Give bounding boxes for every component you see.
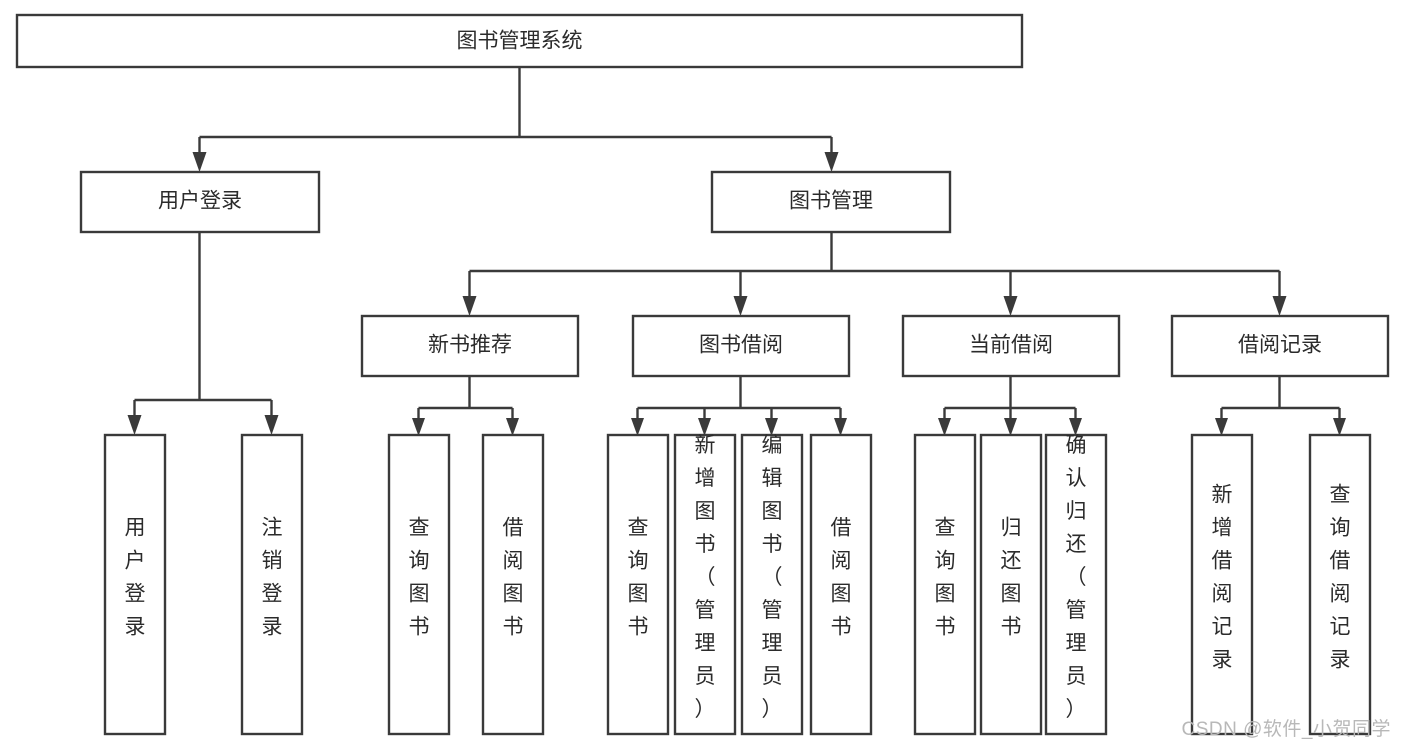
leaf-borrow-record-1[interactable]: 查询借阅记录 — [1308, 433, 1372, 736]
leaf-book-borrow-0[interactable]: 查询图书 — [606, 433, 670, 736]
leaf-current-borrow-2[interactable]: 确认归还（管理员） — [1044, 433, 1108, 736]
leaf-borrow-record-0[interactable]: 新增借阅记录 — [1190, 433, 1254, 736]
arrowhead-new-book-leaf-0 — [412, 418, 425, 436]
leaf-book-borrow-1-label: 新增图书（管理员） — [695, 434, 716, 721]
leaf-current-borrow-0-box[interactable] — [913, 433, 977, 736]
arrowhead-borrow-leaf-0 — [631, 418, 644, 436]
node-book-borrow-box[interactable] — [631, 314, 851, 378]
leaf-book-borrow-2-label: 编辑图书（管理员） — [762, 434, 783, 721]
node-root-box[interactable] — [15, 13, 1024, 69]
leaf-user-login-0[interactable]: 用户登录 — [103, 433, 167, 736]
leaf-new-book-1[interactable]: 借阅图书 — [481, 433, 545, 736]
node-borrow-record-box[interactable] — [1170, 314, 1390, 378]
node-user-login-box[interactable] — [79, 170, 321, 234]
leaf-user-login-1[interactable]: 注销登录 — [240, 433, 304, 736]
leaf-user-login-0-box[interactable] — [103, 433, 167, 736]
leaf-current-borrow-1[interactable]: 归还图书 — [979, 433, 1043, 736]
arrowhead-borrow — [733, 296, 748, 316]
leaf-book-borrow-2-box[interactable] — [740, 433, 804, 736]
leaf-user-login-1-box[interactable] — [240, 433, 304, 736]
node-current-borrow-label: 当前借阅 — [969, 334, 1053, 357]
arrowhead-user-login-leaf-0 — [127, 415, 142, 435]
node-book-borrow[interactable]: 图书借阅 — [631, 314, 851, 378]
leaf-book-borrow-2[interactable]: 编辑图书（管理员） — [740, 433, 804, 736]
leaf-borrow-record-1-label: 查询借阅记录 — [1330, 484, 1351, 672]
arrowhead-borrow-leaf-1 — [698, 418, 711, 436]
node-book-management[interactable]: 图书管理 — [710, 170, 952, 234]
node-new-book-recommend[interactable]: 新书推荐 — [360, 314, 580, 378]
arrowhead-new-book — [462, 296, 477, 316]
leaf-new-book-0-box[interactable] — [387, 433, 451, 736]
leaf-book-borrow-1[interactable]: 新增图书（管理员） — [673, 433, 737, 736]
connector-layer — [127, 67, 1346, 436]
node-user-login[interactable]: 用户登录 — [79, 170, 321, 234]
arrowhead-user-login-leaf-1 — [264, 415, 279, 435]
node-book-management-label: 图书管理 — [789, 190, 873, 213]
leaf-current-borrow-1-label: 归还图书 — [1001, 517, 1022, 639]
node-book-management-box[interactable] — [710, 170, 952, 234]
leaf-current-borrow-0[interactable]: 查询图书 — [913, 433, 977, 736]
arrowhead-current-leaf-1 — [1004, 418, 1017, 436]
arrowhead-current-leaf-0 — [938, 418, 951, 436]
leaf-book-borrow-0-label: 查询图书 — [628, 517, 649, 639]
leaf-user-login-0-label: 用户登录 — [125, 517, 146, 639]
arrowhead-current — [1003, 296, 1018, 316]
node-borrow-record-label: 借阅记录 — [1238, 334, 1322, 357]
node-root[interactable]: 图书管理系统 — [15, 13, 1024, 69]
node-root-label: 图书管理系统 — [457, 30, 583, 53]
leaf-borrow-record-0-label: 新增借阅记录 — [1212, 484, 1233, 672]
arrowhead-borrow-leaf-3 — [834, 418, 847, 436]
node-new-book-recommend-label: 新书推荐 — [428, 334, 512, 357]
arrowhead-borrow-leaf-2 — [765, 418, 778, 436]
csdn-watermark: CSDN @软件_小贺同学 — [1181, 719, 1391, 740]
leaf-current-borrow-1-box[interactable] — [979, 433, 1043, 736]
node-user-login-label: 用户登录 — [158, 190, 242, 213]
leaf-book-borrow-3-label: 借阅图书 — [831, 517, 852, 639]
node-new-book-recommend-box[interactable] — [360, 314, 580, 378]
leaf-current-borrow-2-label: 确认归还（管理员） — [1066, 434, 1087, 721]
leaf-new-book-0[interactable]: 查询图书 — [387, 433, 451, 736]
arrowhead-book-mgmt — [824, 152, 839, 172]
arrowhead-record-leaf-0 — [1215, 418, 1228, 436]
arrowhead-record-leaf-1 — [1333, 418, 1346, 436]
arrowhead-user-login — [192, 152, 207, 172]
node-current-borrow[interactable]: 当前借阅 — [901, 314, 1121, 378]
arrowhead-current-leaf-2 — [1069, 418, 1082, 436]
leaf-borrow-record-1-box[interactable] — [1308, 433, 1372, 736]
leaf-user-login-1-label: 注销登录 — [262, 517, 283, 639]
arrowhead-new-book-leaf-1 — [506, 418, 519, 436]
leaf-book-borrow-0-box[interactable] — [606, 433, 670, 736]
leaf-book-borrow-3-box[interactable] — [809, 433, 873, 736]
node-book-borrow-label: 图书借阅 — [699, 334, 783, 357]
leaf-new-book-0-label: 查询图书 — [409, 517, 430, 639]
leaf-book-borrow-1-box[interactable] — [673, 433, 737, 736]
arrowhead-record — [1272, 296, 1287, 316]
leaf-new-book-1-box[interactable] — [481, 433, 545, 736]
leaf-current-borrow-2-box[interactable] — [1044, 433, 1108, 736]
node-borrow-record[interactable]: 借阅记录 — [1170, 314, 1390, 378]
leaf-borrow-record-0-box[interactable] — [1190, 433, 1254, 736]
node-current-borrow-box[interactable] — [901, 314, 1121, 378]
leaf-book-borrow-3[interactable]: 借阅图书 — [809, 433, 873, 736]
leaf-current-borrow-0-label: 查询图书 — [935, 517, 956, 639]
leaf-new-book-1-label: 借阅图书 — [503, 517, 524, 639]
